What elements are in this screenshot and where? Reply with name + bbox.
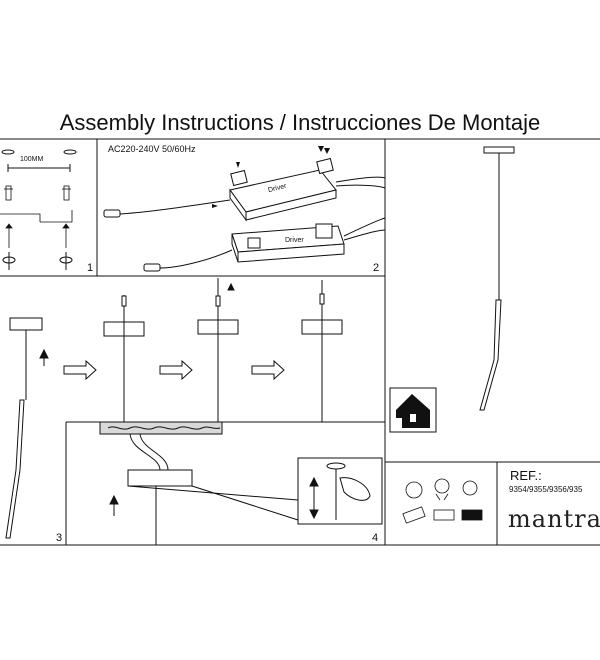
arrow-icon [212, 146, 330, 208]
panel-number-2: 2 [373, 262, 380, 274]
panel-2-driver-bottom [143, 217, 386, 272]
hand-icon [309, 462, 371, 520]
panel-4-ceiling [99, 421, 383, 545]
page-title: Assembly Instructions / Instrucciones De… [59, 110, 541, 135]
screwdriver-icon [2, 252, 73, 270]
panel-number-3: 3 [56, 532, 63, 544]
warning-icons [402, 478, 483, 524]
panel-1-mounting [1, 149, 77, 172]
assembled-pendant [479, 146, 515, 411]
reference-codes: 9354/9355/9356/935 [509, 485, 583, 494]
panel-2-driver-top [103, 157, 386, 222]
panel-number-4: 4 [372, 532, 379, 544]
screw-icon [0, 185, 73, 248]
house-icon [389, 387, 437, 433]
driver-label-bottom: Driver [285, 237, 304, 244]
drill-distance-label: 100MM [20, 156, 44, 163]
panel-frames [0, 138, 600, 546]
supply-voltage-label: AC220-240V 50/60Hz [108, 144, 196, 154]
panel-3-sequence [5, 278, 343, 539]
reference-label: REF.: [510, 468, 542, 483]
brand-logo: mantra [508, 505, 600, 533]
panel-number-1: 1 [87, 262, 94, 274]
